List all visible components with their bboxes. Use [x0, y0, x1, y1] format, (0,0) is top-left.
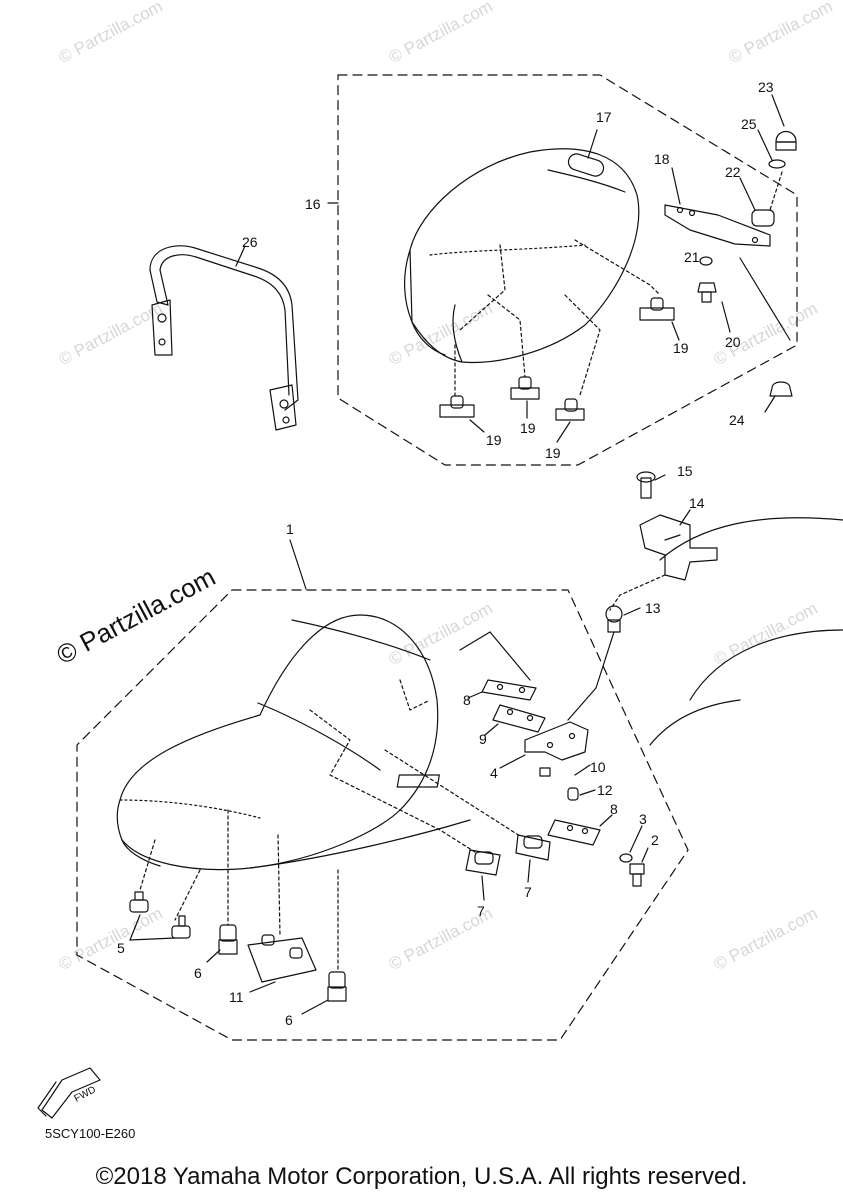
grab-pad-17 — [567, 129, 605, 177]
callout-1: 1 — [286, 521, 294, 537]
bracket-18 — [664, 167, 771, 247]
clip-19 — [555, 398, 585, 443]
copyright-notice: ©2018 Yamaha Motor Corporation, U.S.A. A… — [95, 1163, 748, 1190]
callout-8: 8 — [463, 692, 471, 708]
clip-19 — [510, 376, 540, 419]
callout-20: 20 — [725, 334, 741, 350]
callout-19: 19 — [486, 432, 502, 448]
callout-5: 5 — [117, 940, 125, 956]
callout-24: 24 — [729, 412, 745, 428]
plate-8 — [547, 814, 613, 846]
clip-7 — [515, 834, 551, 883]
bushing-6 — [206, 924, 238, 963]
callout-14: 14 — [689, 495, 705, 511]
block-11 — [247, 934, 317, 993]
callout-17: 17 — [596, 109, 612, 125]
washer-21 — [699, 256, 713, 266]
callout-19: 19 — [673, 340, 689, 356]
diagram-code: 5SCY100-E260 — [45, 1126, 136, 1141]
bolt-20 — [697, 282, 731, 333]
callout-8: 8 — [610, 801, 618, 817]
main-seat-1 — [116, 614, 471, 871]
callout-23: 23 — [758, 79, 774, 95]
callout-2: 2 — [651, 832, 659, 848]
callout-7: 7 — [477, 903, 485, 919]
screw-5 — [129, 891, 191, 941]
assembly-16-boundary — [337, 74, 798, 466]
grommet-22 — [739, 177, 775, 227]
callout-10: 10 — [590, 759, 606, 775]
bolt-15 — [636, 471, 666, 499]
rear-seat-16 — [403, 148, 640, 364]
grab-bar-26 — [149, 245, 299, 431]
callout-21: 21 — [684, 249, 700, 265]
callout-22: 22 — [725, 164, 741, 180]
callout-26: 26 — [242, 234, 258, 250]
callout-25: 25 — [741, 116, 757, 132]
bolt-13 — [567, 605, 641, 721]
plate-9 — [484, 704, 546, 736]
assembly-1-boundary — [76, 589, 689, 1041]
cap-nut-23 — [771, 94, 797, 151]
clip-10 — [396, 764, 591, 788]
fwd-arrow-icon — [37, 1067, 101, 1119]
bolt-2 — [629, 847, 649, 887]
callout-13: 13 — [645, 600, 661, 616]
callout-19: 19 — [520, 420, 536, 436]
clip-7 — [465, 849, 501, 901]
callout-7: 7 — [524, 884, 532, 900]
bushing-6 — [301, 971, 347, 1015]
grommet-24 — [739, 257, 793, 413]
washer-25 — [757, 129, 786, 169]
callout-11: 11 — [229, 989, 244, 1005]
callout-3: 3 — [639, 811, 647, 827]
clip-19 — [639, 297, 680, 341]
callout-19: 19 — [545, 445, 561, 461]
callout-12: 12 — [597, 782, 613, 798]
clip-19 — [439, 395, 485, 433]
callout-16: 16 — [305, 196, 321, 212]
bracket-4 — [499, 721, 589, 769]
callout-6: 6 — [285, 1012, 293, 1028]
callout-6: 6 — [194, 965, 202, 981]
washer-3 — [619, 825, 643, 863]
callout-9: 9 — [479, 731, 487, 747]
callout-line-1 — [289, 539, 307, 590]
cushion-12 — [567, 787, 596, 801]
callout-18: 18 — [654, 151, 670, 167]
plate-8 — [459, 631, 537, 701]
callout-4: 4 — [490, 765, 498, 781]
callout-15: 15 — [677, 463, 693, 479]
bracket-14 — [609, 509, 718, 611]
